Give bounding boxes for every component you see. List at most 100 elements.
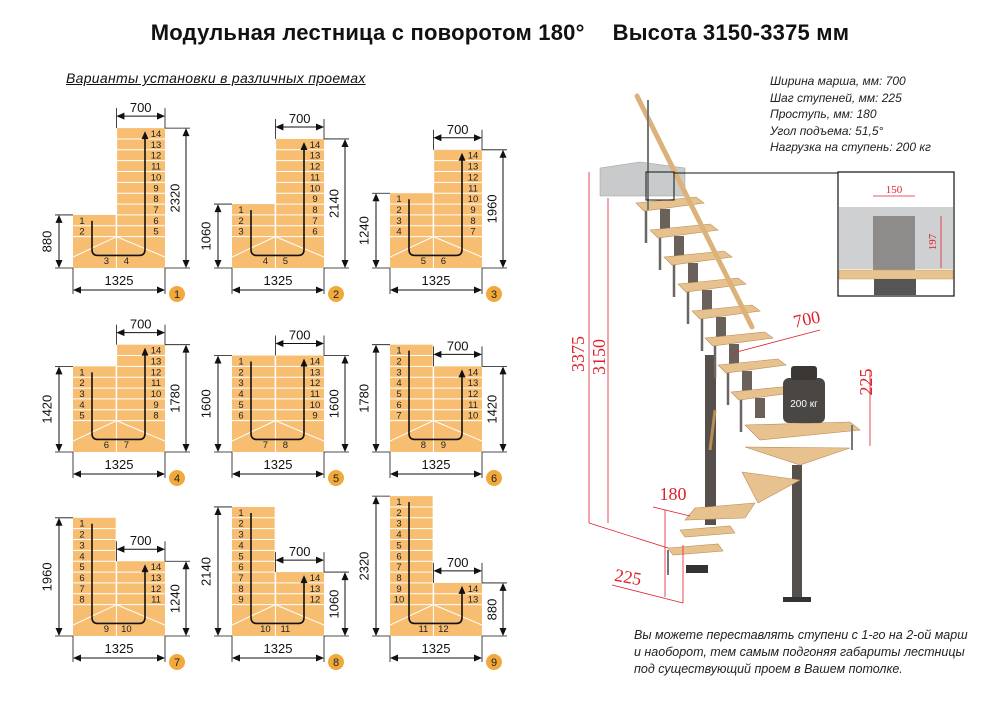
- walking-arrow-icon: [300, 575, 308, 584]
- step-number: 6: [312, 227, 317, 238]
- spec-step-pitch: Шаг ступеней, мм: 225: [770, 90, 902, 105]
- step-number: 6: [79, 573, 84, 584]
- walking-line: [408, 350, 463, 441]
- variant-badge: [169, 470, 185, 486]
- width-label: 1325: [105, 457, 134, 472]
- dimension-arrow-icon: [499, 149, 507, 158]
- step-number: 13: [468, 162, 479, 173]
- step-number: 13: [310, 367, 321, 378]
- step-number: 14: [151, 129, 162, 140]
- right-height-label: 1600: [326, 389, 341, 418]
- inset-tread: [838, 269, 954, 280]
- dimension-arrow-icon: [55, 444, 63, 452]
- step-number: 7: [153, 205, 158, 216]
- step-number: 7: [124, 440, 129, 451]
- step-number: 10: [260, 624, 271, 635]
- step-number: 13: [151, 356, 162, 367]
- right-height-label: 880: [484, 599, 499, 621]
- step-number: 14: [151, 346, 162, 357]
- step-number: 13: [310, 584, 321, 595]
- left-height-label: 1600: [198, 389, 213, 418]
- step-number: 12: [310, 162, 321, 173]
- step-number: 6: [104, 440, 109, 451]
- step-number: 14: [310, 140, 321, 151]
- left-height-label: 2320: [356, 552, 371, 581]
- right-height-label: 2140: [326, 189, 341, 218]
- left-height-label: 1420: [39, 395, 54, 424]
- dimension-arrow-icon: [341, 355, 349, 364]
- tread-depth-label: 180: [660, 484, 687, 504]
- walking-arrow-icon: [458, 152, 466, 161]
- walking-arrow-icon: [458, 369, 466, 378]
- dimension-arrow-icon: [116, 545, 125, 553]
- step-number: 14: [310, 573, 321, 584]
- dimension-arrow-icon: [157, 286, 165, 294]
- step-number: 8: [153, 194, 158, 205]
- right-height-label: 1240: [167, 584, 182, 613]
- weight-top: [791, 366, 817, 380]
- dimension-arrow-icon: [182, 628, 190, 636]
- dimension-arrow-icon: [232, 470, 240, 478]
- variant-badge: [486, 286, 502, 302]
- dimension-arrow-icon: [433, 567, 442, 575]
- walking-line: [408, 502, 463, 625]
- step-number: 7: [238, 573, 243, 584]
- dimension-arrow-icon: [55, 628, 63, 636]
- step-number: 5: [79, 562, 84, 573]
- dimension-arrow-icon: [372, 344, 380, 353]
- winder-line: [231, 420, 276, 442]
- step-number: 9: [470, 205, 475, 216]
- title-height: Высота 3150-3375 мм: [612, 20, 850, 45]
- bottom-rise-line: [611, 584, 684, 604]
- step-number: 2: [238, 367, 243, 378]
- step-number: 4: [396, 227, 401, 238]
- dimension-arrow-icon: [316, 654, 324, 662]
- step-number: 2: [396, 508, 401, 519]
- step-number: 14: [468, 367, 479, 378]
- step-number: 10: [468, 411, 479, 422]
- step-number: 11: [151, 162, 161, 173]
- step-number: 11: [151, 378, 161, 389]
- winder-line: [275, 236, 325, 258]
- tread-width-label: 700: [130, 533, 152, 548]
- winder-line: [433, 236, 483, 258]
- winder-line: [231, 236, 276, 258]
- step-number: 2: [79, 530, 84, 541]
- dimension-arrow-icon: [214, 204, 222, 213]
- step-number: 9: [238, 595, 243, 606]
- dimension-arrow-icon: [433, 134, 442, 142]
- dimension-arrow-icon: [474, 567, 482, 575]
- walking-line: [91, 354, 146, 441]
- step-number: 7: [396, 411, 401, 422]
- step-number: 4: [396, 378, 401, 389]
- dimension-arrow-icon: [182, 260, 190, 268]
- march-width-label: 700: [791, 307, 822, 332]
- stringer-module: [702, 290, 712, 310]
- title-main: Модульная лестница с поворотом 180°: [150, 20, 585, 45]
- variant-number: 8: [333, 657, 339, 669]
- step-number: 3: [79, 389, 84, 400]
- winder-line: [116, 236, 166, 258]
- step-number: 1: [396, 346, 401, 357]
- dimension-arrow-icon: [390, 470, 398, 478]
- width-label: 1325: [264, 457, 293, 472]
- weight-label: 200 кг: [790, 399, 818, 410]
- width-label: 1325: [105, 641, 134, 656]
- step-number: 3: [396, 216, 401, 227]
- step-number: 2: [79, 227, 84, 238]
- step-number: 6: [238, 411, 243, 422]
- dimension-arrow-icon: [341, 444, 349, 452]
- walking-arrow-icon: [141, 564, 149, 573]
- walking-arrow-icon: [300, 141, 308, 150]
- dimension-arrow-icon: [372, 193, 380, 202]
- right-height-label: 1420: [484, 395, 499, 424]
- width-label: 1325: [422, 273, 451, 288]
- dimension-arrow-icon: [499, 366, 507, 375]
- dimension-arrow-icon: [214, 444, 222, 452]
- step-number: 10: [121, 624, 132, 635]
- bottom-rise-label: 225: [613, 565, 643, 589]
- left-height-label: 2140: [198, 557, 213, 586]
- step-number: 8: [312, 205, 317, 216]
